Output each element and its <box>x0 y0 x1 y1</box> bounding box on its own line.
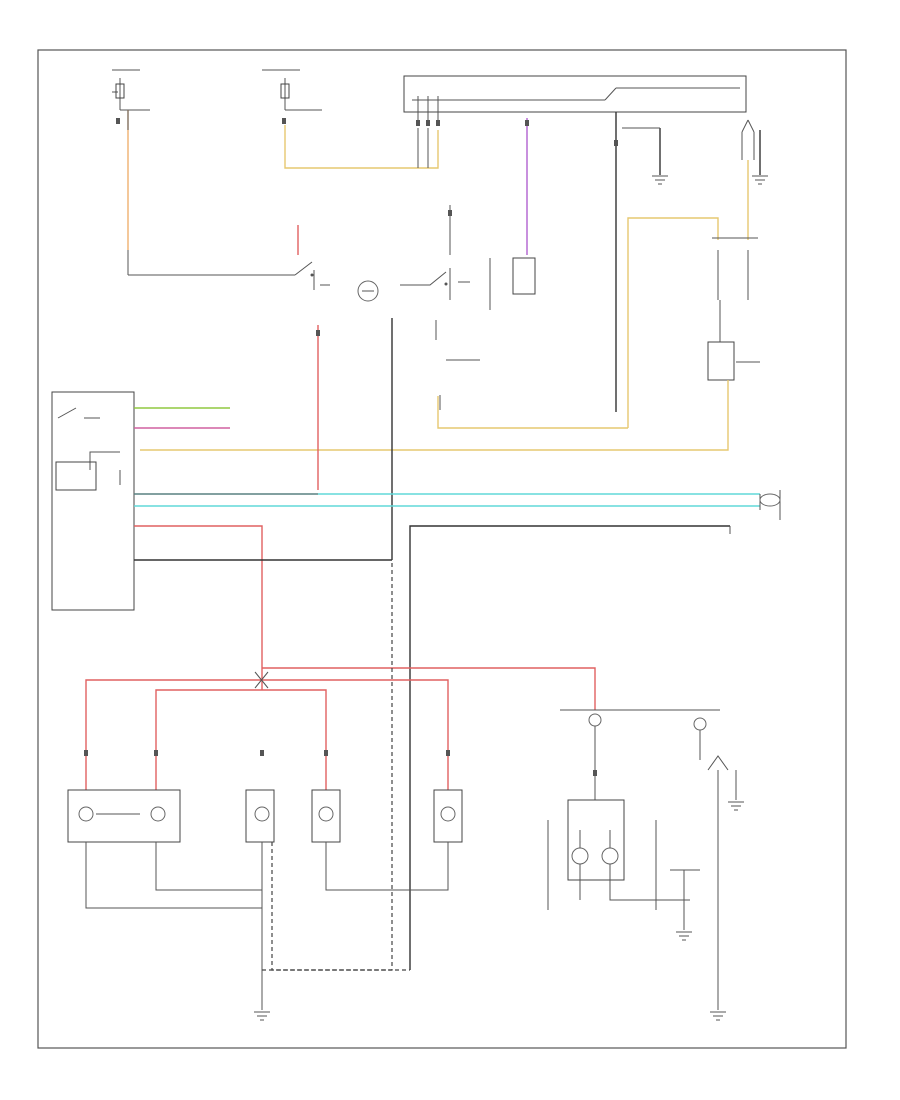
bulb-icon <box>245 789 275 843</box>
fuse-block-left <box>112 69 150 111</box>
ground-icon <box>652 175 668 185</box>
bulb-icon <box>433 789 463 843</box>
switch-icon <box>400 205 491 310</box>
relay-box-right <box>707 300 760 381</box>
splice-icon <box>588 713 602 727</box>
bulb-icon <box>311 789 341 843</box>
fuse-block-center <box>262 69 322 111</box>
instrument-cluster-module <box>51 391 135 611</box>
ground-icon <box>254 1011 270 1021</box>
bulb-icon <box>67 789 181 843</box>
splice-icon <box>357 280 379 302</box>
connector-icon <box>84 118 618 776</box>
wire-yellow-right <box>627 217 719 428</box>
ground-icon <box>710 1011 726 1021</box>
connector-icon <box>693 717 707 731</box>
bulb-icon <box>567 799 690 901</box>
junction-box-top <box>403 75 747 120</box>
wire-red-main <box>134 525 263 690</box>
wire-red-bus-left <box>85 679 262 790</box>
switch-icon <box>128 225 330 290</box>
connector-top-right <box>741 119 755 160</box>
diagram-border <box>37 49 847 1049</box>
wire-black-right <box>409 525 730 970</box>
ground-icon <box>728 801 744 811</box>
ground-icon <box>752 175 768 185</box>
module-box-center <box>512 257 536 295</box>
ground-icon <box>676 931 692 941</box>
wire-yellow-top <box>284 125 439 169</box>
connector-icon <box>759 493 781 507</box>
